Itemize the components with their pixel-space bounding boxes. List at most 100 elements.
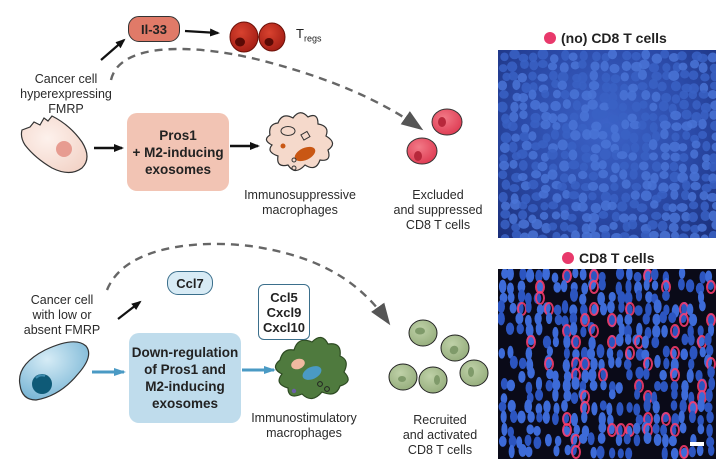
cd8-signal xyxy=(562,423,572,437)
nucleus xyxy=(629,199,640,209)
nucleus xyxy=(554,435,562,447)
nucleus xyxy=(662,290,670,301)
nucleus xyxy=(705,388,713,403)
nucleus xyxy=(660,142,671,153)
nucleus xyxy=(525,446,533,458)
nucleus xyxy=(611,131,620,143)
nucleus xyxy=(618,322,626,337)
nucleus xyxy=(537,140,549,149)
nucleus xyxy=(590,202,602,214)
label-line: Immunosuppressive xyxy=(244,188,356,202)
nucleus xyxy=(698,130,708,140)
nucleus xyxy=(688,201,699,210)
nucleus xyxy=(509,159,518,169)
nucleus xyxy=(660,128,669,140)
nucleus xyxy=(689,59,700,69)
nucleus xyxy=(637,82,648,91)
arrow-to-ccl7 xyxy=(117,300,142,320)
nucleus xyxy=(588,336,596,350)
micrograph-cd8-nuclei xyxy=(498,269,716,459)
nucleus xyxy=(501,422,508,436)
nucleus xyxy=(690,224,700,234)
nucleus xyxy=(636,203,648,213)
nucleus xyxy=(517,289,526,303)
nucleus xyxy=(625,279,632,294)
nucleus xyxy=(559,160,570,172)
nucleus xyxy=(516,323,524,335)
nucleus xyxy=(559,173,570,183)
nucleus xyxy=(500,377,508,390)
nucleus xyxy=(618,102,628,112)
box-line: exosomes xyxy=(151,396,219,411)
nucleus xyxy=(509,355,518,369)
nucleus xyxy=(528,179,539,190)
nucleus xyxy=(670,381,679,392)
nucleus xyxy=(659,170,669,180)
nucleus xyxy=(601,52,610,62)
nucleus xyxy=(641,142,651,153)
nucleus xyxy=(499,90,509,99)
nucleus xyxy=(692,100,701,110)
nucleus xyxy=(685,279,695,293)
nucleus xyxy=(581,369,590,384)
nucleus xyxy=(577,72,588,84)
nucleus xyxy=(525,323,534,337)
nucleus xyxy=(659,230,671,238)
nucleus xyxy=(641,50,651,60)
nucleus xyxy=(588,80,600,91)
arrow-to-il33 xyxy=(100,38,126,61)
nucleus xyxy=(579,50,588,62)
nucleus xyxy=(643,398,651,413)
nucleus xyxy=(590,153,599,163)
nucleus xyxy=(538,102,549,113)
nucleus xyxy=(669,171,681,183)
nucleus xyxy=(498,435,507,447)
nucleus xyxy=(628,83,639,93)
nucleus xyxy=(500,132,512,144)
nucleus xyxy=(681,388,689,402)
nucleus xyxy=(679,99,689,110)
nucleus xyxy=(598,210,609,219)
nucleus xyxy=(548,113,558,124)
nucleus xyxy=(600,191,612,203)
nucleus xyxy=(669,161,679,172)
nucleus xyxy=(635,414,644,426)
nucleus xyxy=(561,300,569,314)
nucleus xyxy=(697,414,704,427)
nucleus xyxy=(687,333,695,346)
nucleus xyxy=(534,312,542,325)
nucleus xyxy=(506,269,514,281)
nucleus xyxy=(498,191,508,203)
nucleus xyxy=(641,112,650,122)
nucleus xyxy=(608,114,619,123)
nucleus xyxy=(629,120,641,130)
nucleus xyxy=(669,212,681,224)
nucleus xyxy=(619,213,630,223)
cd8-signal xyxy=(670,368,680,382)
nucleus xyxy=(562,359,571,373)
nucleus xyxy=(551,272,559,283)
label-line: absent FMRP xyxy=(23,323,101,337)
nucleus xyxy=(515,312,524,325)
nucleus xyxy=(690,149,699,159)
nucleus xyxy=(592,51,601,62)
nucleus xyxy=(600,139,612,149)
nucleus xyxy=(541,222,551,234)
nucleus xyxy=(611,211,621,222)
nucleus xyxy=(547,169,558,180)
nucleus xyxy=(688,70,699,81)
nucleus xyxy=(670,80,681,92)
nucleus xyxy=(624,324,633,339)
nucleus xyxy=(699,191,709,201)
nucleus xyxy=(649,102,658,112)
nucleus xyxy=(588,212,600,224)
cd8-signal xyxy=(625,346,635,360)
nucleus xyxy=(548,222,558,231)
nucleus xyxy=(642,133,652,143)
nucleus xyxy=(649,230,659,238)
nucleus xyxy=(648,78,659,90)
label-line: CD8 T cells xyxy=(407,443,473,457)
nucleus xyxy=(637,69,648,81)
nucleus xyxy=(651,71,662,81)
nucleus xyxy=(660,161,670,172)
